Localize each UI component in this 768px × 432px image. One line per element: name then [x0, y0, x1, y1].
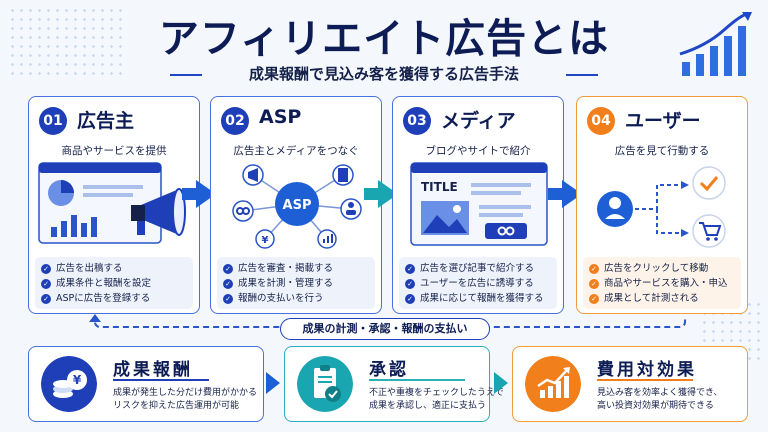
list-item: ✓ユーザーを広告に誘導する	[405, 276, 551, 291]
document-icon	[338, 168, 348, 182]
coins-yen-icon: ¥	[41, 356, 97, 412]
user-icon	[597, 191, 633, 227]
user-icon	[346, 202, 356, 215]
subtitle-line-left	[170, 74, 202, 76]
step-number: 03	[403, 107, 431, 135]
benefit-card-approval: 承認 不正や重複をチェックしたうえで成果を承認し、適正に支払う	[284, 346, 504, 422]
card-user: 04 ユーザー 広告を見て行動する ✓広告をクリックして移動 ✓商品やサービスを…	[576, 96, 748, 314]
user-illustration	[597, 166, 726, 248]
growth-chart-icon	[525, 356, 581, 412]
card-desc: 商品やサービスを提供	[61, 145, 167, 157]
asp-hub-illustration: ASP ¥	[232, 164, 362, 249]
benefit-title: 成果報酬	[113, 360, 193, 380]
bullet-list: ✓広告を選び記事で紹介する ✓ユーザーを広告に誘導する ✓成果に応じて報酬を獲得…	[399, 257, 557, 309]
check-icon: ✓	[589, 263, 599, 274]
list-item: ✓広告をクリックして移動	[589, 261, 735, 276]
link-icon	[236, 207, 250, 215]
mock-title: TITLE	[421, 180, 458, 194]
check-icon: ✓	[405, 263, 415, 274]
list-item: ✓報酬の支払いを行う	[223, 291, 369, 306]
bullet-list: ✓広告を審査・掲載する ✓成果を計測・管理する ✓報酬の支払いを行う	[217, 257, 375, 309]
bullet-list: ✓広告をクリックして移動 ✓商品やサービスを購入・申込 ✓成果として計測される	[583, 257, 741, 309]
bullet-list: ✓広告を出稿する ✓成果条件と報酬を設定 ✓ASPに広告を登録する	[35, 257, 193, 309]
list-item: ✓広告を出稿する	[41, 261, 187, 276]
list-item: ✓ASPに広告を登録する	[41, 291, 187, 306]
check-icon: ✓	[223, 263, 233, 274]
megaphone-icon	[248, 168, 258, 182]
benefit-card-performance: ¥ 成果報酬 成果が発生した分だけ費用がかかるリスクを抑えた広告運用が可能	[28, 346, 264, 422]
check-icon: ✓	[405, 293, 415, 304]
image-icon	[421, 201, 469, 235]
yen-icon: ¥	[262, 235, 269, 246]
list-item: ✓成果条件と報酬を設定	[41, 276, 187, 291]
growth-chart-icon	[679, 12, 752, 76]
card-media: 03 メディア ブログやサイトで紹介 TITLE ✓広告を選び記事で紹介する ✓…	[392, 96, 564, 314]
card-desc: 広告主とメディアをつなぐ	[233, 145, 359, 157]
title-underline	[113, 379, 209, 381]
pie-chart-icon	[48, 180, 74, 206]
check-icon: ✓	[223, 293, 233, 304]
card-desc: 広告を見て行動する	[614, 145, 710, 157]
card-title: メディア	[441, 110, 516, 132]
title-underline	[597, 379, 693, 381]
return-arrow-head	[89, 314, 101, 322]
page-title: アフィリエイト広告とは	[158, 16, 610, 62]
benefit-desc: 見込み客を効率よく獲得でき、高い投資対効果が期待できる	[597, 388, 723, 411]
check-icon: ✓	[405, 278, 415, 289]
media-illustration: TITLE	[410, 162, 548, 246]
list-item: ✓成果として計測される	[589, 291, 735, 306]
check-icon: ✓	[589, 293, 599, 304]
chart-icon	[323, 234, 333, 243]
benefit-desc: 不正や重複をチェックしたうえで成果を承認し、適正に支払う	[369, 388, 504, 411]
list-item: ✓広告を審査・掲載する	[223, 261, 369, 276]
card-advertiser: 01 広告主 商品やサービスを提供 ✓広告を出稿する ✓成果条件と報酬を設定 ✓…	[28, 96, 200, 314]
card-title: ユーザー	[625, 110, 701, 132]
flow-arrow	[266, 372, 280, 394]
flow-arrow	[494, 372, 508, 394]
bar-chart-icon	[51, 215, 97, 237]
benefit-title: 承認	[369, 360, 409, 380]
check-icon: ✓	[41, 263, 51, 274]
benefit-card-roi: 費用対効果 見込み客を効率よく獲得でき、高い投資対効果が期待できる	[512, 346, 748, 422]
advertiser-illustration	[38, 162, 186, 244]
step-number: 04	[587, 107, 615, 135]
list-item: ✓広告を選び記事で紹介する	[405, 261, 551, 276]
list-item: ✓成果に応じて報酬を獲得する	[405, 291, 551, 306]
title-underline	[369, 379, 465, 381]
dot-pattern	[8, 6, 128, 76]
card-desc: ブログやサイトで紹介	[425, 145, 531, 157]
check-icon: ✓	[223, 278, 233, 289]
step-number: 01	[39, 107, 67, 135]
benefit-title: 費用対効果	[597, 360, 697, 380]
check-icon	[692, 166, 726, 200]
svg-text:¥: ¥	[73, 373, 82, 387]
cart-icon	[692, 214, 726, 248]
flow-label: 成果の計測・承認・報酬の支払い	[280, 318, 490, 340]
card-title: ASP	[259, 106, 302, 128]
list-item: ✓商品やサービスを購入・申込	[589, 276, 735, 291]
page-subtitle: 成果報酬で見込み客を獲得する広告手法	[248, 65, 519, 83]
link-icon	[485, 223, 527, 239]
megaphone-icon	[131, 188, 186, 236]
subtitle-line-right	[566, 74, 598, 76]
hub-label: ASP	[283, 198, 312, 213]
card-title: 広告主	[77, 110, 135, 132]
card-asp: 02 ASP 広告主とメディアをつなぐ ASP ¥ ✓広告を審査・掲載する ✓成…	[210, 96, 382, 314]
check-icon: ✓	[41, 293, 51, 304]
check-icon: ✓	[41, 278, 51, 289]
step-number: 02	[221, 107, 249, 135]
list-item: ✓成果を計測・管理する	[223, 276, 369, 291]
benefit-desc: 成果が発生した分だけ費用がかかるリスクを抑えた広告運用が可能	[113, 388, 258, 411]
clipboard-check-icon	[297, 356, 353, 412]
check-icon: ✓	[589, 278, 599, 289]
